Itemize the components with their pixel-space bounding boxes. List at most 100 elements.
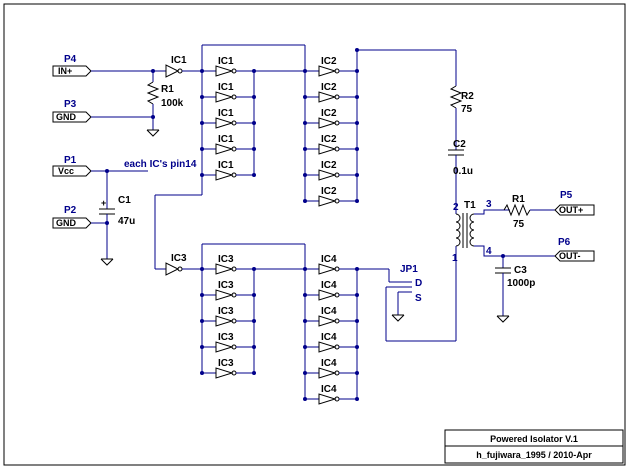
ic4-gate-label: IC4 <box>321 358 337 369</box>
transformer-t1: T1 2 1 3 4 <box>452 199 510 341</box>
r1-out-value: 75 <box>513 219 525 230</box>
ic1-gate-label: IC1 <box>218 82 234 93</box>
port-p6-ref: P6 <box>558 237 571 248</box>
ic3-gate-1: IC3 <box>200 254 256 275</box>
t1-pin1: 1 <box>452 253 458 264</box>
ic3-gate-5: IC3 <box>200 358 256 379</box>
t1-ref: T1 <box>464 200 476 211</box>
ic2-gate-3: IC2 <box>303 108 359 129</box>
jp1-ref: JP1 <box>400 264 418 275</box>
ic4-gate-label: IC4 <box>321 332 337 343</box>
ic1-gate-4: IC1 <box>200 134 256 155</box>
ic1-gate-2: IC1 <box>200 82 256 103</box>
resistor-r1-100k: R1 100k <box>146 71 184 130</box>
port-p4: P4 IN+ <box>52 54 92 77</box>
capacitor-c3: C3 1000p <box>495 256 535 323</box>
port-p2: P2 GND <box>52 205 92 229</box>
ic3-gate-label: IC3 <box>218 358 234 369</box>
port-p4-net: IN+ <box>58 66 72 76</box>
ic4-gate-6: IC4 <box>303 384 359 405</box>
ic1-gate-label: IC1 <box>218 56 234 67</box>
c2-value: 0.1u <box>453 166 473 177</box>
ic2-gate-label: IC2 <box>321 108 337 119</box>
ic3-gate-2: IC3 <box>200 280 256 301</box>
port-p5: P5 OUT+ <box>554 190 595 216</box>
c2-ref: C2 <box>453 139 466 150</box>
title-block: Powered Isolator V.1 h_fujiwara_1995 / 2… <box>444 429 624 464</box>
ic1-input-inverter: IC1 <box>165 55 187 78</box>
ic1-gate-3: IC1 <box>200 108 256 129</box>
ic1-gate-1: IC1 <box>200 56 256 77</box>
ic3-input-label: IC3 <box>171 253 187 264</box>
ic4-gate-label: IC4 <box>321 306 337 317</box>
ic1-gate-5: IC1 <box>200 160 256 181</box>
r2-ref: R2 <box>461 91 474 102</box>
ic3-gate-label: IC3 <box>218 306 234 317</box>
t1-pin4: 4 <box>486 246 492 257</box>
sheet-border <box>3 3 626 466</box>
ic2-gate-6: IC2 <box>303 186 359 207</box>
r1-in-ref: R1 <box>161 84 174 95</box>
port-p1: P1 Vcc <box>52 155 92 177</box>
t1-pin3: 3 <box>486 199 492 210</box>
ic1-gate-label: IC1 <box>218 108 234 119</box>
ic2-gate-4: IC2 <box>303 134 359 155</box>
port-p5-net: OUT+ <box>559 205 583 215</box>
ic2-gate-label: IC2 <box>321 160 337 171</box>
c1-ref: C1 <box>118 195 131 206</box>
ic3-gate-4: IC3 <box>200 332 256 353</box>
c3-value: 1000p <box>507 278 535 289</box>
t1-pin2: 2 <box>453 202 459 213</box>
vcc-note: each IC's pin14 <box>124 159 197 170</box>
port-p2-net: GND <box>56 218 77 228</box>
ic2-gate-label: IC2 <box>321 56 337 67</box>
jp1-pin-d: D <box>415 278 422 289</box>
port-p3: P3 GND <box>52 99 92 123</box>
ic2-gate-1: IC2 <box>303 56 359 77</box>
r1-out-ref: R1 <box>512 194 525 205</box>
port-p6: P6 OUT- <box>554 237 595 262</box>
resistor-r2: R2 75 <box>449 50 474 150</box>
ic1-gate-label: IC1 <box>218 160 234 171</box>
jp1-pin-s: S <box>415 293 422 304</box>
ic4-gate-2: IC4 <box>303 280 359 301</box>
ic4-gate-3: IC4 <box>303 306 359 327</box>
port-p1-ref: P1 <box>64 155 77 166</box>
c1-polarity: + <box>101 198 106 208</box>
port-p3-net: GND <box>56 112 77 122</box>
port-p5-ref: P5 <box>560 190 573 201</box>
capacitor-c2: C2 0.1u <box>448 139 473 214</box>
ic2-gate-2: IC2 <box>303 82 359 103</box>
jumper-jp1: JP1 D S <box>385 264 456 342</box>
c3-ref: C3 <box>514 265 527 276</box>
ic3-gate-label: IC3 <box>218 332 234 343</box>
ic3-input-inverter: IC3 <box>165 253 187 276</box>
r2-value: 75 <box>461 104 473 115</box>
ic3-gate-3: IC3 <box>200 306 256 327</box>
author-date-text: h_fujiwara_1995 / 2010-Apr <box>476 450 592 460</box>
ic1-gate-label: IC1 <box>218 134 234 145</box>
ic4-gate-label: IC4 <box>321 384 337 395</box>
title-text: Powered Isolator V.1 <box>490 434 578 444</box>
ic4-gate-label: IC4 <box>321 280 337 291</box>
ic1-input-label: IC1 <box>171 55 187 66</box>
port-p6-net: OUT- <box>559 251 581 261</box>
port-p2-ref: P2 <box>64 205 77 216</box>
resistor-r1-75: R1 75 <box>503 194 555 230</box>
ic4-gate-1: IC4 <box>303 254 359 275</box>
port-p1-net: Vcc <box>58 166 74 176</box>
capacitor-c1: + C1 47u <box>99 171 135 259</box>
c1-value: 47u <box>118 216 135 227</box>
ic2-gate-label: IC2 <box>321 82 337 93</box>
r1-in-value: 100k <box>161 98 184 109</box>
ic4-gate-5: IC4 <box>303 358 359 379</box>
ground-symbol-2 <box>100 258 114 266</box>
ic4-gate-label: IC4 <box>321 254 337 265</box>
ic3-gate-label: IC3 <box>218 254 234 265</box>
